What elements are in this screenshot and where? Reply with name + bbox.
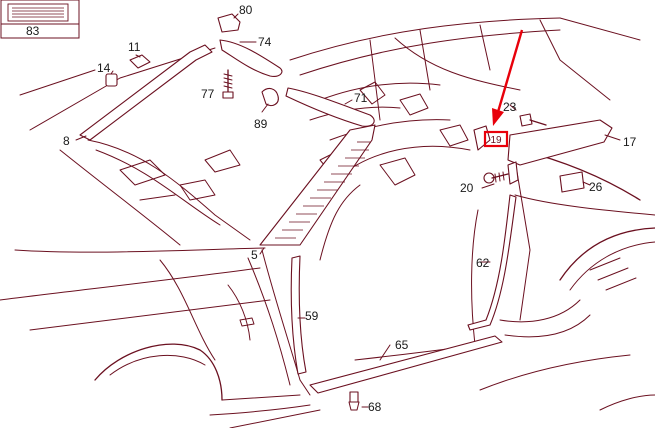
part-77-screw bbox=[222, 69, 234, 99]
callout-62: 62 bbox=[476, 256, 490, 270]
callout-17: 17 bbox=[623, 135, 637, 149]
callout-8: 8 bbox=[63, 134, 70, 148]
part-19-highlighted: 19 bbox=[473, 125, 509, 151]
part-89-bracket bbox=[261, 87, 279, 107]
callout-71: 71 bbox=[354, 91, 368, 105]
callout-14: 14 bbox=[97, 61, 111, 75]
callout-20: 20 bbox=[460, 181, 474, 195]
callout-65: 65 bbox=[395, 338, 409, 352]
callout-77: 77 bbox=[201, 87, 215, 101]
part-11-clip bbox=[129, 54, 151, 69]
part-20-screw bbox=[483, 171, 509, 184]
part-17-trim bbox=[507, 119, 613, 166]
car-body-outline bbox=[0, 17, 655, 428]
callout-23: 23 bbox=[503, 100, 517, 114]
callout-80: 80 bbox=[239, 3, 253, 17]
part-23-screw bbox=[519, 113, 547, 127]
part-8-pillar-trim bbox=[79, 44, 213, 141]
leader-lines bbox=[75, 13, 621, 408]
part-20-clip bbox=[507, 161, 519, 185]
part-59-seal bbox=[290, 255, 307, 375]
part-26-clip bbox=[559, 171, 585, 193]
highlight-box bbox=[483, 130, 509, 148]
part-80-clip bbox=[217, 13, 241, 33]
highlight-label: 19 bbox=[490, 135, 502, 146]
part-74-visor bbox=[219, 39, 283, 77]
callout-5: 5 bbox=[251, 248, 258, 262]
part-5-cowl-grille bbox=[259, 124, 376, 246]
callout-74: 74 bbox=[258, 35, 272, 49]
part-71-visor bbox=[285, 87, 375, 127]
part-68-plug bbox=[348, 391, 360, 411]
part-83-icon bbox=[7, 3, 69, 22]
callout-26: 26 bbox=[589, 180, 603, 194]
part-14-clip bbox=[105, 73, 118, 87]
callout-labels: 80 74 11 14 77 71 89 8 23 17 20 26 5 62 … bbox=[26, 3, 637, 414]
callout-68: 68 bbox=[368, 400, 382, 414]
part-83-box bbox=[0, 0, 80, 39]
callout-59: 59 bbox=[305, 309, 319, 323]
callout-83: 83 bbox=[26, 24, 40, 38]
callout-89: 89 bbox=[254, 117, 268, 131]
callout-11: 11 bbox=[128, 40, 141, 54]
part-65-sill bbox=[309, 335, 503, 394]
part-62-seal bbox=[467, 194, 517, 331]
highlight-arrow bbox=[492, 29, 524, 126]
